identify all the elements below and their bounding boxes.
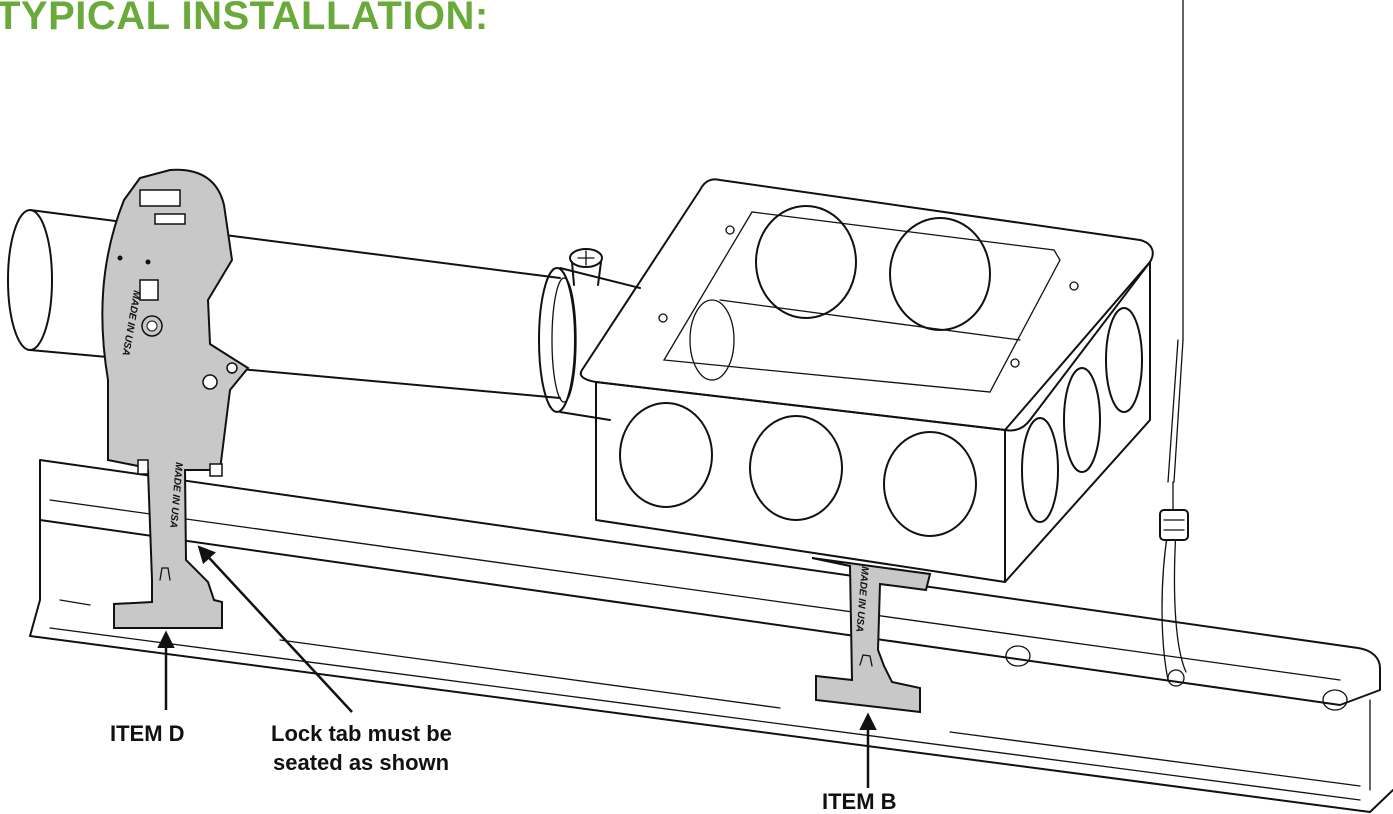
callout-leaders	[157, 545, 877, 788]
connector-screw	[569, 248, 603, 286]
ceiling-grid-rail	[29, 459, 1393, 813]
hanger-wire	[1161, 0, 1187, 687]
conduit-pipe	[7, 209, 561, 399]
lock-tab-label-line1: Lock tab must be	[271, 721, 452, 746]
lock-tab-label-line2: seated as shown	[273, 750, 449, 775]
page-title: TYPICAL INSTALLATION:	[0, 0, 489, 38]
item-b-label: ITEM B	[822, 789, 897, 814]
item-d-clip: MADE IN USA MADE IN USA	[101, 168, 250, 629]
electrical-box	[579, 178, 1154, 583]
lock-tab-arrow	[197, 545, 353, 713]
item-d-label: ITEM D	[110, 721, 185, 746]
wire-clamp	[1159, 481, 1189, 541]
item-b-clip: MADE IN USA	[811, 557, 932, 714]
